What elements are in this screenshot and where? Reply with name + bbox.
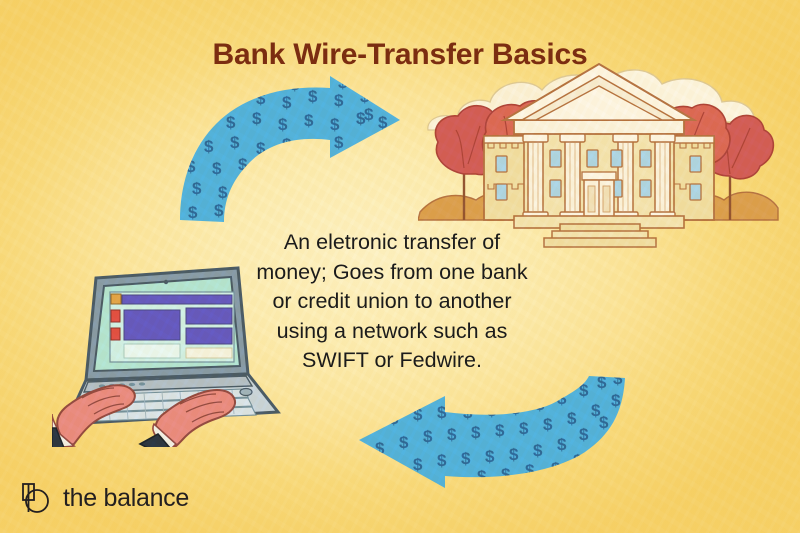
svg-text:$: $ xyxy=(463,403,473,422)
svg-text:$: $ xyxy=(226,113,236,132)
svg-text:$: $ xyxy=(240,205,250,224)
tree-left-group xyxy=(434,100,566,220)
svg-text:$: $ xyxy=(365,417,375,436)
svg-text:$: $ xyxy=(330,115,340,134)
svg-text:$: $ xyxy=(264,161,274,180)
svg-text:$: $ xyxy=(501,465,511,484)
bank-building-illustration xyxy=(418,62,779,248)
svg-text:$: $ xyxy=(447,425,457,444)
hand-left xyxy=(52,384,136,447)
svg-text:$: $ xyxy=(495,421,505,440)
bank-structure xyxy=(483,62,715,248)
svg-text:$: $ xyxy=(214,201,224,220)
svg-text:$: $ xyxy=(579,381,589,400)
svg-text:$: $ xyxy=(543,415,553,434)
svg-text:$: $ xyxy=(270,185,280,204)
svg-text:$: $ xyxy=(471,423,481,442)
svg-text:$: $ xyxy=(613,376,623,388)
svg-text:$: $ xyxy=(308,139,318,158)
svg-text:$: $ xyxy=(278,115,288,134)
svg-text:$: $ xyxy=(509,445,519,464)
svg-text:$: $ xyxy=(360,87,370,106)
svg-text:$: $ xyxy=(413,405,423,424)
column-group xyxy=(522,133,676,221)
window-group xyxy=(495,149,702,201)
svg-text:$: $ xyxy=(437,403,447,422)
svg-text:$: $ xyxy=(290,76,300,94)
svg-text:$: $ xyxy=(551,459,561,478)
svg-text:$: $ xyxy=(579,425,589,444)
cloud-group xyxy=(427,69,755,131)
svg-text:$: $ xyxy=(405,475,415,488)
svg-text:$: $ xyxy=(485,447,495,466)
svg-text:$: $ xyxy=(334,133,344,152)
svg-text:$: $ xyxy=(437,451,447,470)
svg-text:$: $ xyxy=(591,401,601,420)
brand-logo[interactable]: the balance xyxy=(20,481,189,515)
svg-text:$: $ xyxy=(384,95,394,114)
svg-text:$: $ xyxy=(218,183,228,202)
svg-text:$: $ xyxy=(423,427,433,446)
svg-text:$: $ xyxy=(356,109,366,128)
svg-text:$: $ xyxy=(487,401,497,420)
svg-text:$: $ xyxy=(252,109,262,128)
svg-text:$: $ xyxy=(204,137,214,156)
svg-text:$: $ xyxy=(535,395,545,414)
svg-text:$: $ xyxy=(378,113,388,132)
svg-text:$: $ xyxy=(188,203,198,222)
svg-text:$: $ xyxy=(477,467,487,486)
svg-text:$: $ xyxy=(192,179,202,198)
svg-text:$: $ xyxy=(334,91,344,110)
svg-text:$: $ xyxy=(244,179,254,198)
svg-text:$: $ xyxy=(338,76,348,92)
balance-b-mark-icon xyxy=(22,483,49,513)
svg-text:$: $ xyxy=(256,89,266,108)
svg-text:$: $ xyxy=(525,461,535,480)
svg-text:$: $ xyxy=(413,455,423,474)
svg-text:$: $ xyxy=(511,399,521,418)
laptop-keyboard-base xyxy=(63,372,281,426)
svg-text:$: $ xyxy=(290,157,300,176)
svg-text:$: $ xyxy=(389,459,399,478)
money-arrow-top: $ $ $ $ $ $ $ $ $ $ $ $ $ $ $ $ $ $ $ $ … xyxy=(180,76,400,224)
svg-text:$: $ xyxy=(567,409,577,428)
svg-text:$: $ xyxy=(282,93,292,112)
svg-text:$: $ xyxy=(557,389,567,408)
definition-text: An eletronic transfer of money; Goes fro… xyxy=(256,230,528,372)
svg-text:$: $ xyxy=(617,409,627,428)
svg-text:$: $ xyxy=(375,439,385,458)
svg-text:$: $ xyxy=(282,135,292,154)
brand-logo-text: the balance xyxy=(63,483,189,512)
svg-text:$: $ xyxy=(238,155,248,174)
svg-text:$: $ xyxy=(256,139,266,158)
hand-right xyxy=(138,389,236,447)
svg-text:$: $ xyxy=(186,157,196,176)
svg-text:$: $ xyxy=(611,391,621,410)
dollar-sign-field: $ $ $ $ $ $ $ $ $ $ $ $ $ $ $ $ $ $ $ $ … xyxy=(365,376,627,488)
svg-text:$: $ xyxy=(597,376,607,392)
tree-right-group xyxy=(654,103,775,220)
svg-text:$: $ xyxy=(399,433,409,452)
ground-mounds xyxy=(418,191,779,221)
svg-text:$: $ xyxy=(304,111,314,130)
svg-text:$: $ xyxy=(389,409,399,428)
svg-text:$: $ xyxy=(599,413,609,432)
svg-text:$: $ xyxy=(230,133,240,152)
page-title: Bank Wire-Transfer Basics xyxy=(212,38,588,72)
svg-text:$: $ xyxy=(308,87,318,106)
svg-text:$: $ xyxy=(461,449,471,468)
svg-text:$: $ xyxy=(212,159,222,178)
svg-text:$: $ xyxy=(573,451,583,470)
svg-text:$: $ xyxy=(519,419,529,438)
money-arrow-bottom: $ $ $ $ $ $ $ $ $ $ $ $ $ $ $ $ $ $ $ $ … xyxy=(359,376,627,488)
svg-text:$: $ xyxy=(364,105,374,124)
svg-text:$: $ xyxy=(557,435,567,454)
entrance-door xyxy=(581,171,617,221)
dollar-sign-field: $ $ $ $ $ $ $ $ $ $ $ $ $ $ $ $ $ $ $ $ … xyxy=(186,76,394,224)
svg-text:$: $ xyxy=(533,441,543,460)
